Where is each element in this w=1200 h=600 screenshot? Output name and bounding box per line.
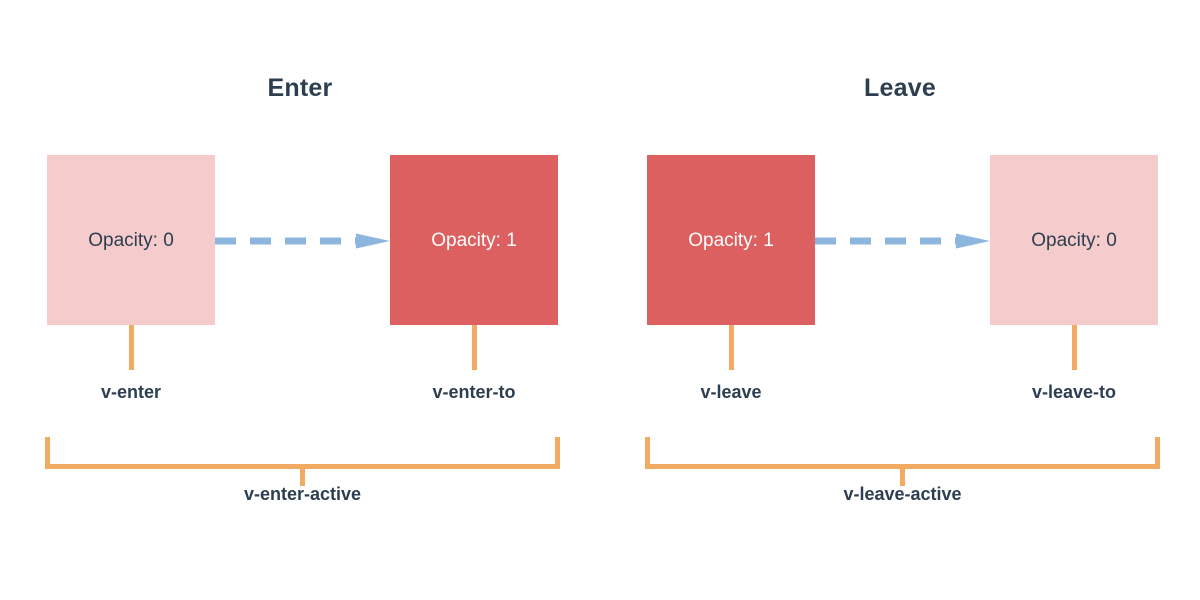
transition-arrow-icon — [815, 233, 990, 249]
class-label-v-leave: v-leave — [700, 382, 762, 402]
active-bracket-leave — [645, 437, 1160, 469]
state-box-leave-from: Opacity: 1 — [647, 155, 815, 325]
class-label-v-enter-to: v-enter-to — [432, 382, 516, 402]
class-label-v-leave-to: v-leave-to — [1031, 382, 1117, 402]
state-box-label: Opacity: 0 — [1031, 229, 1117, 251]
active-bracket-tick-leave — [900, 466, 905, 486]
connector-stem-enter-from — [128, 325, 134, 370]
state-box-label: Opacity: 1 — [431, 229, 517, 251]
state-box-leave-to: Opacity: 0 — [990, 155, 1158, 325]
panel-enter: Enter Opacity: 0 Opacity: 1 v-enter v-en… — [45, 74, 560, 503]
state-box-label: Opacity: 0 — [88, 229, 174, 251]
class-label-v-enter: v-enter — [100, 382, 162, 402]
panel-title-enter: Enter — [267, 74, 333, 102]
transition-arrow-icon — [215, 233, 390, 249]
connector-stem-enter-to — [471, 325, 477, 370]
class-label-v-leave-active: v-leave-active — [843, 484, 962, 504]
state-box-label: Opacity: 1 — [688, 229, 774, 251]
panel-title-leave: Leave — [864, 74, 936, 102]
connector-stem-leave-to — [1071, 325, 1077, 370]
state-box-enter-to: Opacity: 1 — [390, 155, 558, 325]
active-bracket-enter — [45, 437, 560, 469]
state-box-enter-from: Opacity: 0 — [47, 155, 215, 325]
connector-stem-leave-from — [728, 325, 734, 370]
active-bracket-tick-enter — [300, 466, 305, 486]
class-label-v-enter-active: v-enter-active — [243, 484, 362, 504]
panel-leave: Leave Opacity: 1 Opacity: 0 v-leave v-le… — [600, 0, 1200, 600]
